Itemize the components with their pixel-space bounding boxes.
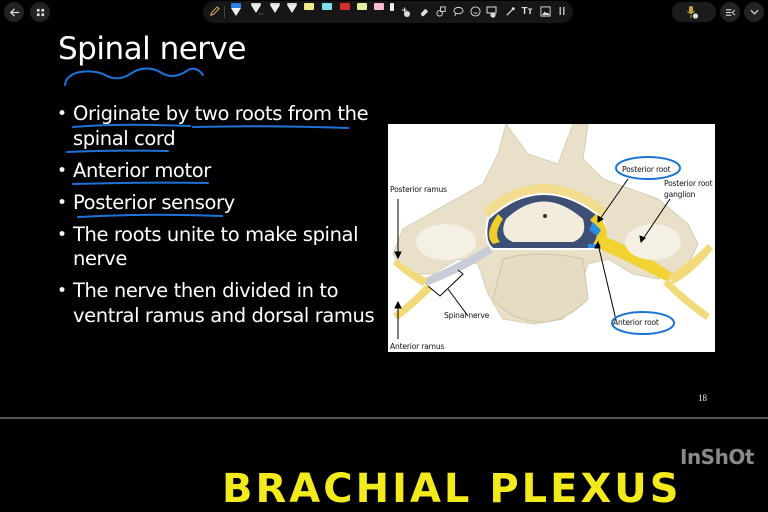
highlighter-2-cyan[interactable] (322, 3, 332, 18)
laser-pointer-icon (505, 6, 515, 16)
label-posterior-ramus: Posterior ramus (390, 185, 447, 194)
label-anterior-root: Anterior root (613, 318, 659, 327)
highlighter-5-pink[interactable] (374, 3, 384, 18)
label-posterior-root-ganglion-line2: ganglion (664, 190, 696, 199)
shapes-icon (435, 5, 446, 17)
microphone-icon (687, 6, 699, 19)
label-posterior-root-ganglion-line1: Posterior root (664, 179, 713, 188)
text-button[interactable]: Tт (521, 3, 533, 19)
pen-partial[interactable] (390, 3, 394, 18)
screenshot-button[interactable] (486, 3, 498, 19)
slide-divider (0, 417, 768, 419)
sticker-icon (469, 5, 481, 17)
lasso-icon (452, 6, 464, 16)
label-posterior-root: Posterior root (622, 165, 671, 174)
eraser-icon (420, 8, 428, 16)
pencil-icon (209, 5, 220, 16)
next-slide-title: BRACHIAL PLEXUS (222, 466, 682, 512)
more-icon (559, 7, 565, 15)
back-button[interactable] (4, 2, 24, 22)
page-number: 18 (698, 393, 707, 403)
image-icon (539, 5, 551, 17)
grid-icon (36, 8, 44, 16)
arrow-left-icon (9, 7, 19, 17)
lasso-button[interactable] (452, 3, 464, 19)
highlighter-1-yellow[interactable] (304, 3, 314, 18)
bullet-item: The roots unite to make spinal nerve (57, 223, 377, 272)
bullet-list: Originate by two roots from the spinal c… (57, 102, 377, 336)
add-pen-icon (402, 7, 410, 17)
present-button[interactable] (720, 2, 740, 22)
bullet-item: The nerve then divided in to ventral ram… (57, 279, 377, 328)
highlighter-4-lime[interactable] (357, 3, 367, 18)
bullet-item: Anterior motor (57, 159, 377, 184)
bullet-item: Posterior sensory (57, 191, 377, 216)
label-anterior-ramus: Anterior ramus (390, 342, 445, 351)
shapes-button[interactable] (435, 3, 447, 19)
image-button[interactable] (539, 3, 551, 19)
screenshot-icon (486, 6, 497, 18)
ink-squiggle-title (64, 67, 204, 86)
present-icon (725, 8, 735, 16)
chevron-down-icon (749, 9, 759, 15)
separator (224, 6, 225, 18)
slide-title: Spinal nerve (58, 31, 246, 67)
sticker-button[interactable] (469, 3, 481, 19)
more-tools-button[interactable] (556, 3, 568, 19)
laser-pointer-button[interactable] (504, 3, 516, 19)
collapse-toolbar-button[interactable] (744, 2, 764, 22)
toolbar: 0.7 Tт (0, 0, 768, 24)
watermark: InShOt (680, 445, 754, 469)
pages-grid-button[interactable] (30, 2, 50, 22)
pen-2-red[interactable]: 0.7 (251, 3, 263, 18)
pen-4-olive[interactable] (287, 3, 297, 18)
text-icon: Tт (521, 5, 533, 17)
bullet-item: Originate by two roots from the spinal c… (57, 102, 377, 151)
label-spinal-nerve: Spinal nerve (444, 311, 490, 320)
pen-3-gray[interactable] (270, 3, 280, 18)
highlighter-3-red[interactable] (340, 3, 350, 18)
add-pen-button[interactable] (400, 3, 412, 19)
vertebra-cross-section-illustration (392, 124, 713, 339)
spinal-nerve-diagram: Posterior ramus Posterior root Posterior… (388, 124, 715, 352)
record-audio-button[interactable] (672, 2, 716, 22)
eraser-button[interactable] (418, 3, 430, 19)
pen-mode-button[interactable] (208, 3, 220, 19)
pen-1-blue[interactable] (231, 3, 241, 18)
